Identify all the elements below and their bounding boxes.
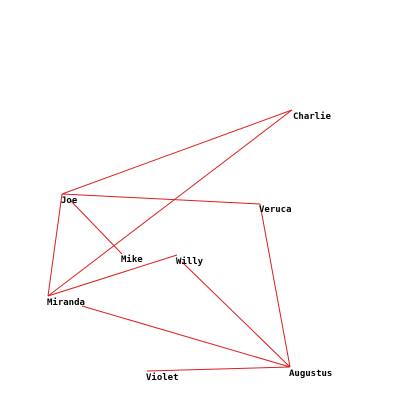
node-label-charlie: Charlie <box>293 111 332 122</box>
node-label-violet: Violet <box>146 372 179 383</box>
node-label-joe: Joe <box>61 196 78 206</box>
edge-joe-charlie <box>61 109 293 195</box>
edges-layer <box>47 109 293 372</box>
edge-violet-augustus <box>146 366 291 372</box>
node-label-veruca: Veruca <box>259 205 292 215</box>
edge-willy-augustus <box>181 261 291 368</box>
node-label-mike: Mike <box>121 254 143 265</box>
edge-joe-veruca <box>61 193 261 205</box>
node-label-willy: Willy <box>176 256 204 267</box>
edge-joe-mike <box>69 199 123 255</box>
edge-joe-miranda <box>47 193 63 297</box>
edge-veruca-augustus <box>259 203 291 368</box>
edge-miranda-willy <box>47 254 178 297</box>
edge-miranda-charlie <box>47 109 293 297</box>
edge-miranda-augustus <box>81 305 291 368</box>
node-label-miranda: Miranda <box>47 297 85 308</box>
node-label-augustus: Augustus <box>289 369 332 379</box>
